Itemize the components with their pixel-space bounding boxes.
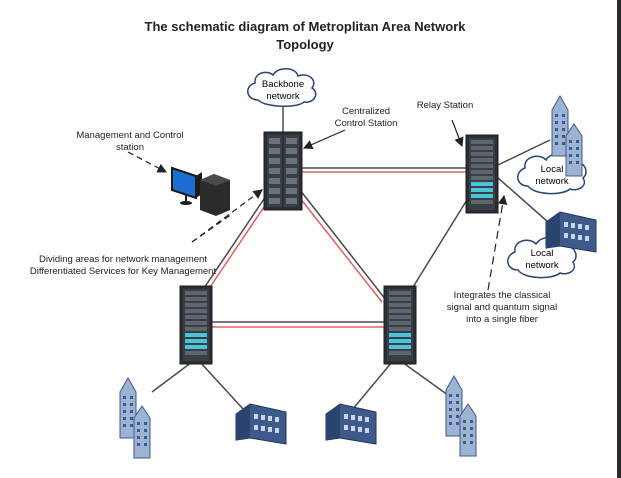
- link-relay-local2: [497, 177, 549, 223]
- link-right-building: [351, 361, 393, 411]
- local-network-1-label-1: Local: [541, 164, 564, 175]
- integrates-label: Integrates the classical signal and quan…: [434, 290, 570, 326]
- centralized-label: Centralized Control Station: [318, 106, 414, 130]
- centralized-arrow: [302, 129, 346, 150]
- relay-label: Relay Station: [405, 100, 485, 112]
- dividing-label: Dividing areas for network management Di…: [20, 254, 226, 278]
- management-arrow: [127, 151, 168, 173]
- link-bottom: [210, 321, 385, 328]
- management-workstation: [171, 166, 230, 216]
- towers-bottom-right: [445, 375, 477, 457]
- diagram-title: The schematic diagram of Metroplitan Are…: [0, 18, 610, 54]
- link-center-left: [195, 189, 275, 303]
- title-line-1: The schematic diagram of Metroplitan Are…: [144, 19, 466, 34]
- relay-arrow: [451, 119, 464, 148]
- management-label-2: station: [116, 142, 144, 153]
- integrates-label-2: signal and quantum signal: [446, 302, 558, 313]
- local-network-2-label-2: network: [525, 260, 559, 271]
- link-right-towers: [401, 361, 453, 399]
- link-center-right: [295, 189, 387, 303]
- link-relay-right: [404, 194, 471, 301]
- link-left-building: [199, 361, 245, 411]
- link-top: [300, 167, 470, 173]
- title-line-2: Topology: [276, 37, 334, 52]
- backbone-label-1: Backbone: [262, 79, 304, 90]
- backbone-label-2: network: [266, 91, 300, 102]
- management-label-1: Management and Control: [76, 130, 184, 141]
- centralized-control-server: [263, 131, 303, 211]
- relay-station-server: [465, 134, 499, 214]
- building-bottom-right: [325, 403, 377, 445]
- integrates-arrow: [487, 194, 508, 291]
- management-label: Management and Control station: [62, 130, 198, 154]
- relay-label-text: Relay Station: [416, 100, 474, 111]
- towers-bottom-left: [119, 377, 151, 459]
- local-network-2-label-1: Local: [531, 248, 554, 259]
- backbone-cloud: [247, 68, 317, 107]
- dividing-label-2: Differentiated Services for Key Manageme…: [29, 266, 217, 277]
- centralized-label-1: Centralized: [341, 106, 391, 117]
- dividing-arrow-2: [191, 213, 233, 243]
- local-building-right: [545, 211, 597, 253]
- dividing-label-1: Dividing areas for network management: [39, 254, 207, 265]
- left-node-server: [179, 285, 213, 365]
- building-bottom-left: [235, 403, 287, 445]
- local-network-1-label-2: network: [535, 176, 569, 187]
- link-left-towers: [151, 361, 193, 393]
- centralized-label-2: Control Station: [334, 118, 398, 129]
- integrates-label-3: into a single fiber: [466, 314, 538, 325]
- integrates-label-1: Integrates the classical: [453, 290, 551, 301]
- link-relay-local1: [497, 139, 551, 166]
- right-node-server: [383, 285, 417, 365]
